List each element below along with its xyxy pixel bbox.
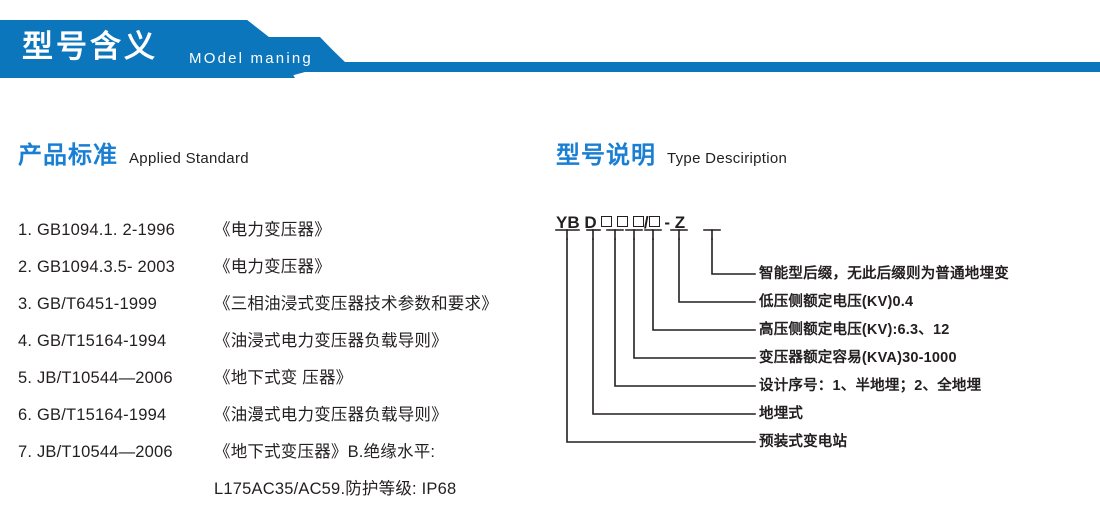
code-seg-yb: YB — [556, 213, 580, 232]
page-title: 型号含义 — [22, 29, 158, 64]
heading-type-description-en: Type Desciription — [667, 150, 788, 167]
list-item: 1. GB1094.1. 2-1996 《电力变压器》 — [18, 216, 558, 253]
list-item: 3. GB/T6451-1999 《三相油浸式变压器技术参数和要求》 — [18, 290, 558, 327]
leader-lines — [555, 229, 756, 443]
heading-type-description-zh: 型号说明 — [556, 142, 656, 169]
code-box-2 — [617, 216, 629, 227]
list-item: 4. GB/T15164-1994 《油浸式电力变压器负载导则》 — [18, 327, 558, 364]
code-box-1 — [601, 216, 613, 227]
standard-code: 5. JB/T10544—2006 — [18, 369, 173, 387]
standard-code: 4. GB/T15164-1994 — [18, 332, 167, 350]
code-seg-dash: - — [664, 213, 670, 232]
type-code-string: YB D / - Z — [556, 213, 685, 233]
page-subtitle: MOdel maning — [189, 50, 313, 67]
code-box-4 — [648, 216, 660, 227]
standard-name: 《地下式变 压器》 — [214, 369, 353, 387]
code-box-3 — [632, 216, 644, 227]
heading-applied-standard: 产品标准 Applied Standard — [18, 144, 249, 168]
code-seg-d: D — [584, 213, 597, 232]
list-item: 5. JB/T10544—2006 《地下式变 压器》 — [18, 364, 558, 401]
standard-code: 1. GB1094.1. 2-1996 — [18, 221, 176, 239]
standard-name: 《油漫式电力变压器负载导则》 — [214, 406, 448, 424]
legend-label-design-serial: 设计序号：1、半地埋；2、全地埋 — [759, 378, 982, 394]
header-blue-wedge — [247, 20, 345, 62]
list-item: 6. GB/T15164-1994 《油漫式电力变压器负载导则》 — [18, 401, 558, 438]
heading-applied-standard-en: Applied Standard — [129, 150, 249, 167]
standard-name: 《油浸式电力变压器负载导则》 — [214, 332, 448, 350]
standard-name: 《地下式变压器》B.绝缘水平: — [214, 443, 436, 461]
legend-label-rated-capacity: 变压器额定容易(KVA)30-1000 — [759, 350, 957, 366]
type-code-diagram: YB D / - Z — [545, 205, 1100, 480]
legend-label-buried-type: 地埋式 — [759, 406, 804, 422]
standard-name: 《电力变压器》 — [214, 221, 331, 239]
leader-rated-capacity — [633, 238, 756, 359]
leader-buried-type — [592, 238, 756, 415]
code-seg-slash: / — [643, 213, 649, 232]
standard-name: 《三相油浸式变压器技术参数和要求》 — [214, 295, 498, 313]
leader-lv-rated-voltage — [678, 238, 756, 303]
legend-label-hv-rated-voltage: 高压侧额定电压(KV):6.3、12 — [759, 322, 950, 338]
legend-label-smart-suffix: 智能型后缀，无此后缀则为普通地埋变 — [759, 266, 1009, 282]
standard-name: 《电力变压器》 — [214, 258, 331, 276]
leader-hv-rated-voltage — [652, 238, 756, 331]
header-shape — [0, 20, 1100, 78]
page-header-banner: 型号含义 MOdel maning — [0, 0, 1100, 95]
standards-list: 1. GB1094.1. 2-1996 《电力变压器》 2. GB1094.3.… — [18, 216, 558, 512]
legend-label-prefab-substation: 预装式变电站 — [759, 434, 848, 450]
heading-applied-standard-zh: 产品标准 — [18, 142, 118, 169]
leader-design-serial — [614, 238, 756, 387]
code-seg-z: Z — [674, 213, 686, 232]
standard-code: 2. GB1094.3.5- 2003 — [18, 258, 176, 276]
list-item: 2. GB1094.3.5- 2003 《电力变压器》 — [18, 253, 558, 290]
standards-continuation-line: L175AC35/AC59.防护等级: IP68 — [214, 480, 457, 498]
legend-label-lv-rated-voltage: 低压侧额定电压(KV)0.4 — [759, 294, 914, 310]
header-blue-bar — [0, 62, 1100, 72]
standard-code: 3. GB/T6451-1999 — [18, 295, 157, 313]
standard-code: 6. GB/T15164-1994 — [18, 406, 167, 424]
leader-smart-suffix — [711, 238, 756, 275]
heading-type-description: 型号说明 Type Desciription — [556, 144, 787, 168]
standard-code: 7. JB/T10544—2006 — [18, 443, 173, 461]
leader-prefab-substation — [566, 238, 756, 443]
list-item: 7. JB/T10544—2006 《地下式变压器》B.绝缘水平: — [18, 438, 558, 475]
